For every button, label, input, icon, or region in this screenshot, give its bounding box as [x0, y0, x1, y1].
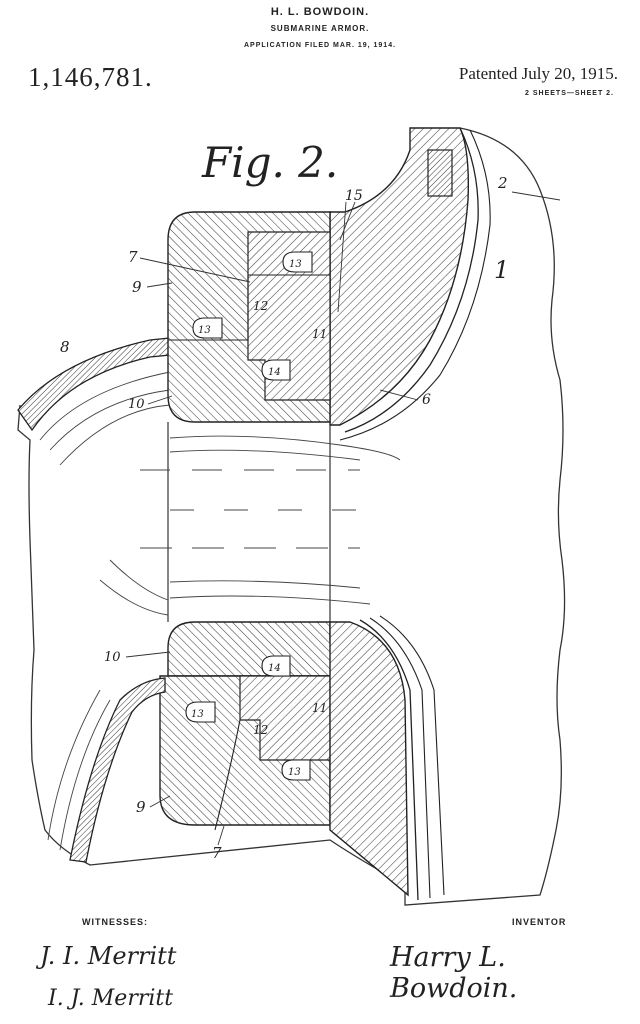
gasket-13-lower-right — [281, 759, 311, 781]
arm-plate-lower — [69, 677, 166, 863]
label-9-lower: 9 — [136, 798, 146, 816]
label-10-lower: 10 — [104, 650, 121, 665]
witness-signature-1: J. I. Merritt — [40, 942, 177, 970]
inventor-name-heading: H. L. BOWDOIN. — [270, 6, 370, 18]
witnesses-label: WITNESSES: — [82, 917, 149, 927]
label-10-upper: 10 — [128, 397, 145, 412]
label-15: 15 — [345, 188, 363, 204]
gasket-13-upper — [282, 251, 313, 273]
patented-date: Patented July 20, 1915. — [458, 64, 618, 83]
gasket-13-lower-left — [185, 701, 216, 723]
label-13-b: 13 — [198, 325, 211, 336]
label-14-lower: 14 — [268, 663, 281, 674]
label-14-upper: 14 — [268, 367, 281, 378]
label-13-c: 13 — [191, 709, 204, 720]
witness-signature-2: I. J. Merritt — [48, 986, 174, 1011]
ring-upper-inner — [247, 231, 331, 401]
label-12-lower: 12 — [253, 723, 268, 737]
gasket-14-lower — [261, 655, 291, 677]
label-12-upper: 12 — [253, 299, 268, 313]
shell-upper-6 — [329, 127, 469, 426]
sheet-count: 2 SHEETS—SHEET 2. — [525, 90, 614, 97]
label-11-upper: 11 — [312, 327, 327, 341]
inventor-label: INVENTOR — [512, 917, 567, 927]
label-6: 6 — [422, 392, 431, 408]
figure-title: Fig. 2. — [202, 138, 339, 187]
label-2: 2 — [497, 174, 508, 192]
patent-number: 1,146,781. — [28, 62, 153, 92]
arm-plate-8 — [17, 337, 171, 432]
gasket-14-upper — [261, 359, 291, 381]
inventor-signature: Harry L. Bowdoin. — [390, 942, 518, 1004]
label-1: 1 — [494, 256, 509, 284]
label-11-lower: 11 — [312, 701, 327, 715]
gasket-13-left-upper — [192, 317, 223, 339]
shell-lower — [329, 621, 409, 897]
label-13-d: 13 — [288, 767, 301, 778]
label-9-upper: 9 — [132, 278, 142, 296]
application-filed-date: APPLICATION FILED MAR. 19, 1914. — [243, 42, 397, 49]
label-7-lower: 7 — [212, 844, 222, 862]
body-outline — [17, 127, 566, 906]
label-7-upper: 7 — [128, 248, 138, 266]
label-13-a: 13 — [289, 259, 302, 270]
invention-title: SUBMARINE ARMOR. — [270, 24, 370, 33]
label-8: 8 — [60, 338, 70, 356]
